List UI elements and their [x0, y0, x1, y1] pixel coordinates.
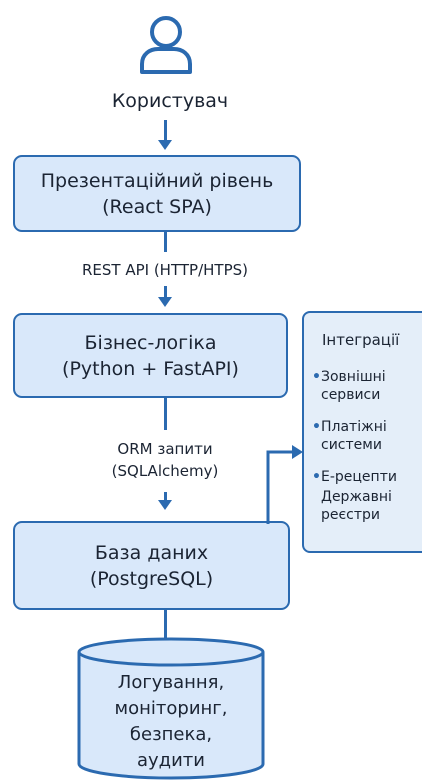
integration-item: • Зовнішні сервиси: [312, 368, 386, 404]
integration-item: • Е-рецепти Державні реєстри: [312, 468, 397, 524]
business-title: Бізнес-логіка: [84, 331, 217, 354]
connector-presentation-business-lower: [164, 286, 167, 298]
logging-line: Логування,: [117, 672, 225, 693]
integration-item-line: Зовнішні: [321, 369, 386, 385]
orm-label: ORM запити (SQLAlchemy): [70, 438, 260, 482]
user-icon: [140, 16, 192, 74]
integration-item-line: сервиси: [321, 387, 381, 403]
database-subtitle: (PostgreSQL): [89, 567, 214, 590]
connector-database-logging: [164, 610, 167, 640]
rest-api-label: REST API (HTTP/HTPS): [81, 261, 248, 279]
integration-item-line: Платіжні: [321, 419, 387, 435]
integrations-title: Інтеграції: [322, 331, 400, 349]
presentation-title: Презентаційний рівень: [40, 169, 274, 192]
integration-item-line: Державні: [321, 489, 392, 505]
connector-database-integrations: [266, 445, 303, 524]
user-label: Користувач: [111, 90, 229, 112]
logging-line: безпека,: [129, 724, 213, 745]
connector-business-database-lower: [164, 492, 167, 502]
orm-label-line2: (SQLAlchemy): [111, 462, 219, 480]
bullet: •: [312, 419, 321, 435]
arrowhead: [158, 140, 172, 150]
logging-label: Логування, моніторинг, безпека, аудити: [86, 670, 256, 774]
integration-item-line: системи: [321, 437, 382, 453]
connector-presentation-business: [164, 232, 167, 252]
logging-cylinder: [77, 637, 265, 780]
presentation-layer-box: Презентаційний рівень (React SPA): [13, 155, 301, 232]
business-subtitle: (Python + FastAPI): [62, 357, 239, 380]
bullet: •: [312, 369, 321, 385]
bullet: •: [312, 469, 321, 485]
integration-item-line: Е-рецепти: [321, 469, 397, 485]
logging-line: аудити: [136, 750, 205, 771]
connector-user-presentation: [164, 120, 167, 142]
logging-line: моніторинг,: [114, 698, 228, 719]
connector-business-database: [164, 398, 167, 430]
arrowhead: [158, 500, 172, 510]
business-logic-box: Бізнес-логіка (Python + FastAPI): [13, 313, 288, 398]
orm-label-line1: ORM запити: [117, 440, 213, 458]
arrowhead: [158, 297, 172, 307]
presentation-subtitle: (React SPA): [102, 195, 212, 218]
integrations-panel: Інтеграції • Зовнішні сервиси • Платіжні…: [302, 311, 422, 553]
database-title: База даних: [94, 541, 209, 564]
database-box: База даних (PostgreSQL): [13, 521, 290, 610]
integration-item-line: реєстри: [321, 507, 381, 523]
integration-item: • Платіжні системи: [312, 418, 387, 454]
